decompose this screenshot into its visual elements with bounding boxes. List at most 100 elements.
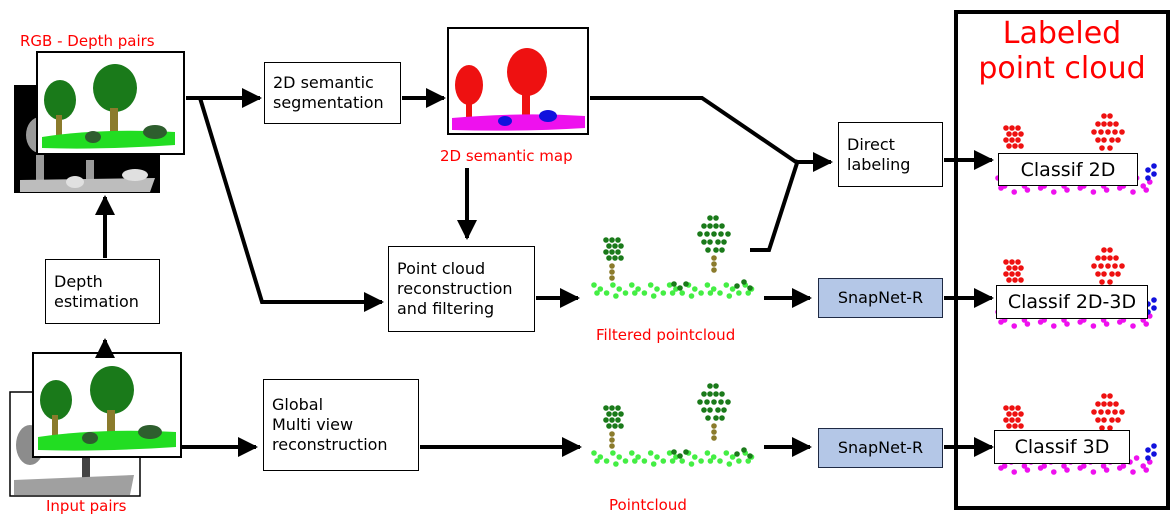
tree-point [1015, 125, 1021, 131]
direct-labeling-line-1: Direct [847, 134, 895, 154]
tree-point [1003, 271, 1009, 277]
tree-point [721, 407, 727, 413]
semantic-segmentation-line-2: segmentation [273, 93, 384, 112]
trunk-point [609, 443, 615, 449]
arrow-filtered-to-direct-labeling [750, 159, 800, 252]
tree-point [1095, 271, 1101, 277]
tree-point [1107, 393, 1113, 399]
tree-point [1101, 393, 1107, 399]
ground-point [650, 293, 657, 299]
depth-estimation-box: Depth estimation [45, 259, 160, 324]
tree-point [701, 223, 707, 229]
ground-point [654, 454, 660, 460]
tree-point [603, 417, 609, 423]
tree-point [707, 407, 713, 413]
tree-point [713, 247, 719, 253]
tree-point [618, 243, 624, 249]
arrow-map-to-direct-labeling [590, 96, 833, 172]
global-reconstruction-box: Global Multi view reconstruction [263, 379, 419, 471]
tree-point [1109, 271, 1115, 277]
ground-point [635, 454, 641, 460]
rgb-depth-pairs-label: RGB - Depth pairs [20, 32, 155, 50]
tree-point [707, 223, 713, 229]
tree-point [711, 231, 717, 237]
ground-point [1120, 463, 1127, 469]
tree-point [1099, 425, 1105, 431]
labeled-output-panel [954, 10, 1170, 510]
ground-point [1090, 469, 1097, 475]
tree-point [606, 411, 612, 417]
tree-point [1018, 131, 1024, 137]
ground-point [1100, 463, 1107, 469]
ground-point [591, 282, 597, 288]
tree-point [609, 237, 615, 243]
tree-point [1091, 409, 1097, 415]
tree-point [1095, 401, 1101, 407]
object-point [1151, 443, 1157, 449]
ground-point [616, 286, 622, 292]
object-point [1145, 175, 1151, 181]
tree-point [618, 411, 624, 417]
tree-point [1018, 423, 1024, 429]
ground-point [594, 458, 600, 464]
tree-point [1101, 121, 1107, 127]
trunk-point [711, 255, 717, 261]
ground-point [1011, 189, 1017, 195]
tree-point [1107, 145, 1113, 151]
tree-point [1107, 255, 1113, 261]
ground-point [1130, 189, 1136, 195]
tree-point [713, 415, 719, 421]
tree-point [1105, 409, 1111, 415]
ground-point [1090, 189, 1097, 195]
tree-point [705, 247, 711, 253]
ground-point [1090, 323, 1097, 329]
tree-point [697, 231, 703, 237]
bush-point [747, 453, 753, 459]
ground-point [1143, 187, 1149, 193]
tree-point [1009, 271, 1015, 277]
tree-point [1012, 411, 1018, 417]
ground-point [1064, 467, 1070, 473]
tree-point [1115, 137, 1121, 143]
depth-estimation-line-2: estimation [54, 291, 139, 311]
tree-point [1107, 247, 1113, 253]
tree-point [1018, 277, 1024, 283]
tree-point [1006, 131, 1012, 137]
tree-point [1109, 137, 1115, 143]
object-point [1151, 451, 1157, 457]
tree-point [612, 255, 618, 261]
tree-point [1101, 401, 1107, 407]
ground-point [717, 290, 723, 296]
tree-point [715, 239, 721, 245]
ground-point [1103, 187, 1110, 193]
pointcloud-reconstruction-line-1: Point cloud [397, 259, 486, 278]
ground-point [723, 450, 730, 456]
ground-point [1051, 469, 1057, 475]
tree-point [1012, 423, 1018, 429]
ground-point [1103, 467, 1110, 473]
tree-point [1018, 143, 1024, 149]
ground-point [736, 290, 742, 296]
ground-point [647, 450, 654, 456]
tree-point [1112, 129, 1118, 135]
tree-point [1107, 401, 1113, 407]
tree-point [1099, 279, 1105, 285]
ground-point [629, 282, 635, 288]
tree-point [1119, 263, 1125, 269]
tree-point [1009, 405, 1015, 411]
tree-point [1099, 145, 1105, 151]
tree-point [1006, 277, 1012, 283]
pointcloud-reconstruction-line-2: reconstruction [397, 279, 513, 298]
ground-point [610, 282, 616, 288]
tree-point [715, 407, 721, 413]
tree-point [1113, 121, 1119, 127]
tree-point [1119, 409, 1125, 415]
bush-point [741, 447, 747, 453]
filtered-pointcloud-label: Filtered pointcloud [596, 326, 736, 344]
trunk-point [711, 261, 717, 267]
tree-point [603, 405, 609, 411]
ground-point [729, 286, 736, 292]
ground-point [745, 290, 751, 296]
tree-point [697, 399, 703, 405]
tree-point [705, 415, 711, 421]
